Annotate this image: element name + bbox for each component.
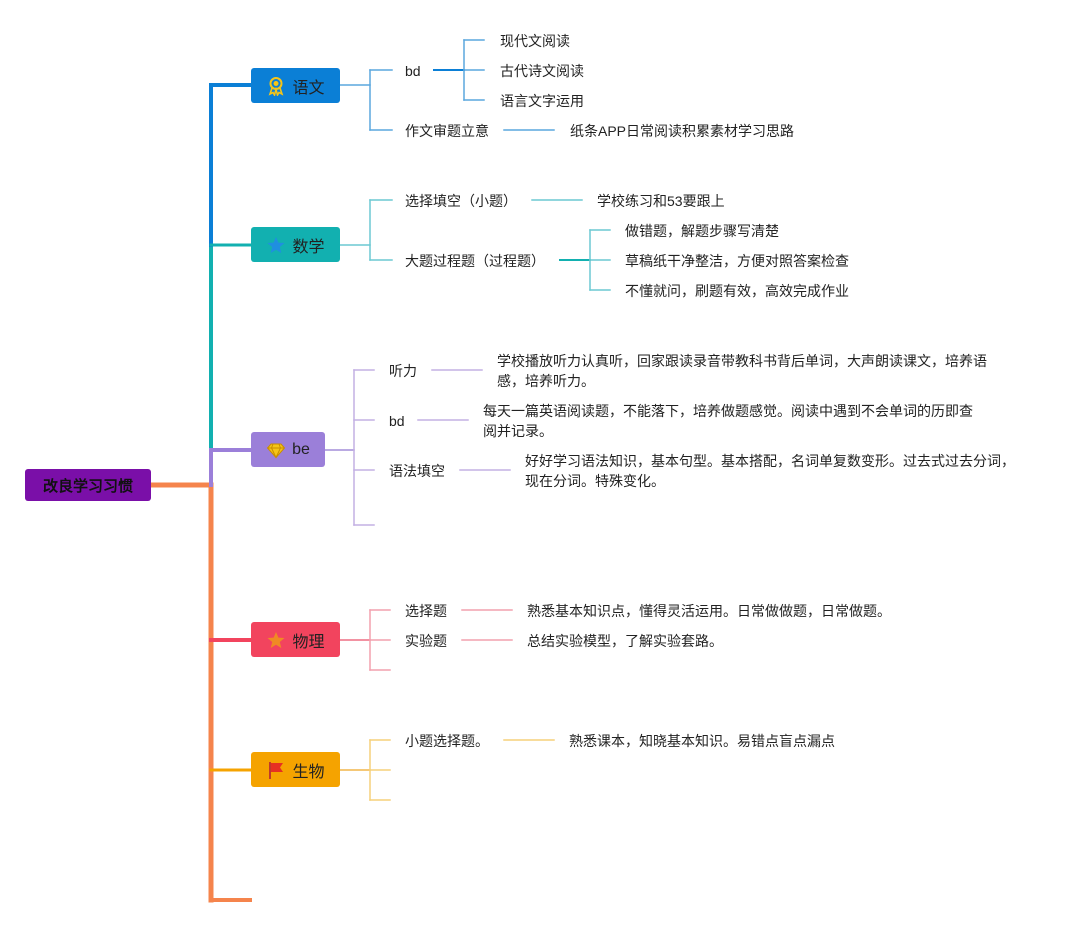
topic-physics[interactable]: 物理 — [251, 622, 340, 657]
math-sub-process[interactable]: 大题过程题（过程题） — [405, 253, 545, 269]
topic-english-label: be — [292, 440, 310, 458]
math-choice-detail[interactable]: 学校练习和53要跟上 — [597, 193, 725, 209]
math-process-item-3[interactable]: 不懂就问，刷题有效，高效完成作业 — [625, 283, 849, 299]
math-sub-choice[interactable]: 选择填空（小题） — [405, 193, 517, 209]
english-sub-bd[interactable]: bd — [389, 413, 405, 429]
english-bd-detail[interactable]: 每天一篇英语阅读题，不能落下，培养做题感觉。阅读中遇到不会单词的历即查阅并记录。 — [483, 403, 973, 439]
star-icon — [267, 631, 285, 648]
medal-icon — [269, 76, 284, 96]
chinese-bd-item-2[interactable]: 古代诗文阅读 — [500, 63, 584, 79]
physics-experiment-detail[interactable]: 总结实验模型，了解实验套路。 — [527, 633, 723, 649]
chinese-bd-item-3[interactable]: 语言文字运用 — [500, 93, 584, 109]
topic-chinese[interactable]: 语文 — [251, 68, 340, 103]
blue-star-icon — [267, 236, 285, 253]
chinese-bd-item-1[interactable]: 现代文阅读 — [500, 33, 570, 49]
root-topic-label: 改良学习习惯 — [42, 477, 133, 495]
topic-biology-label: 生物 — [292, 763, 325, 781]
topic-physics-label: 物理 — [292, 633, 325, 651]
topic-chinese-label: 语文 — [292, 79, 325, 97]
chinese-essay-detail[interactable]: 纸条APP日常阅读积累素材学习思路 — [570, 123, 795, 139]
flag-icon — [269, 761, 284, 779]
math-process-item-2[interactable]: 草稿纸干净整洁，方便对照答案检查 — [625, 253, 849, 269]
diamond-icon — [266, 443, 286, 459]
chinese-sub-bd[interactable]: bd — [405, 63, 421, 79]
physics-sub-choice[interactable]: 选择题 — [405, 603, 447, 619]
english-sub-listening[interactable]: 听力 — [389, 363, 417, 379]
chinese-sub-essay[interactable]: 作文审题立意 — [405, 123, 489, 139]
math-process-item-1[interactable]: 做错题，解题步骤写清楚 — [625, 223, 779, 239]
biology-choice-detail[interactable]: 熟悉课本，知晓基本知识。易错点盲点漏点 — [569, 733, 835, 749]
topic-english[interactable]: be — [251, 432, 325, 467]
physics-choice-detail[interactable]: 熟悉基本知识点，懂得灵活运用。日常做做题，日常做题。 — [527, 603, 891, 619]
english-grammar-detail[interactable]: 好好学习语法知识，基本句型。基本搭配，名词单复数变形。过去式过去分词，现在分词。… — [525, 453, 1015, 489]
english-sub-grammar[interactable]: 语法填空 — [389, 463, 445, 479]
topic-math[interactable]: 数学 — [251, 227, 340, 262]
topic-biology[interactable]: 生物 — [251, 752, 340, 787]
physics-sub-experiment[interactable]: 实验题 — [405, 633, 447, 649]
root-topic[interactable]: 改良学习习惯 — [25, 469, 151, 501]
topic-math-label: 数学 — [292, 238, 325, 256]
english-listening-detail[interactable]: 学校播放听力认真听，回家跟读录音带教科书背后单词，大声朗读课文，培养语感，培养听… — [497, 353, 987, 389]
biology-sub-choice[interactable]: 小题选择题。 — [405, 733, 489, 749]
